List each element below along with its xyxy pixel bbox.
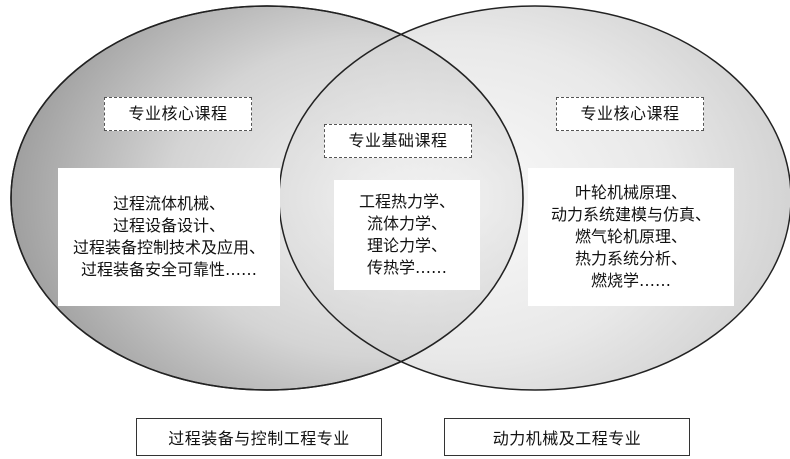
left-circle-outline bbox=[10, 5, 524, 391]
list-item: 过程流体机械、 bbox=[112, 194, 225, 213]
left-major-label: 过程装备与控制工程专业 bbox=[136, 418, 382, 456]
right-major-label: 动力机械及工程专业 bbox=[444, 418, 690, 456]
list-item: 燃气轮机原理、 bbox=[574, 227, 687, 246]
list-item: 流体力学、 bbox=[366, 214, 447, 233]
list-item: 动力系统建模与仿真、 bbox=[550, 205, 711, 224]
list-item: 过程装备安全可靠性…… bbox=[80, 260, 257, 279]
center-course-list: 工程热力学、 流体力学、 理论力学、 传热学…… bbox=[334, 180, 480, 290]
left-course-list: 过程流体机械、 过程设备设计、 过程装备控制技术及应用、 过程装备安全可靠性…… bbox=[58, 168, 280, 306]
center-base-label: 专业基础课程 bbox=[324, 124, 472, 158]
list-item: 热力系统分析、 bbox=[574, 249, 687, 268]
list-item: 过程装备控制技术及应用、 bbox=[72, 238, 265, 257]
right-core-label: 专业核心课程 bbox=[556, 97, 704, 131]
list-item: 叶轮机械原理、 bbox=[574, 183, 687, 202]
list-item: 过程设备设计、 bbox=[112, 216, 225, 235]
list-item: 理论力学、 bbox=[366, 236, 447, 255]
left-core-label: 专业核心课程 bbox=[104, 97, 252, 131]
list-item: 燃烧学…… bbox=[590, 271, 671, 290]
list-item: 工程热力学、 bbox=[358, 192, 455, 211]
right-course-list: 叶轮机械原理、 动力系统建模与仿真、 燃气轮机原理、 热力系统分析、 燃烧学…… bbox=[528, 168, 734, 306]
list-item: 传热学…… bbox=[366, 258, 447, 277]
